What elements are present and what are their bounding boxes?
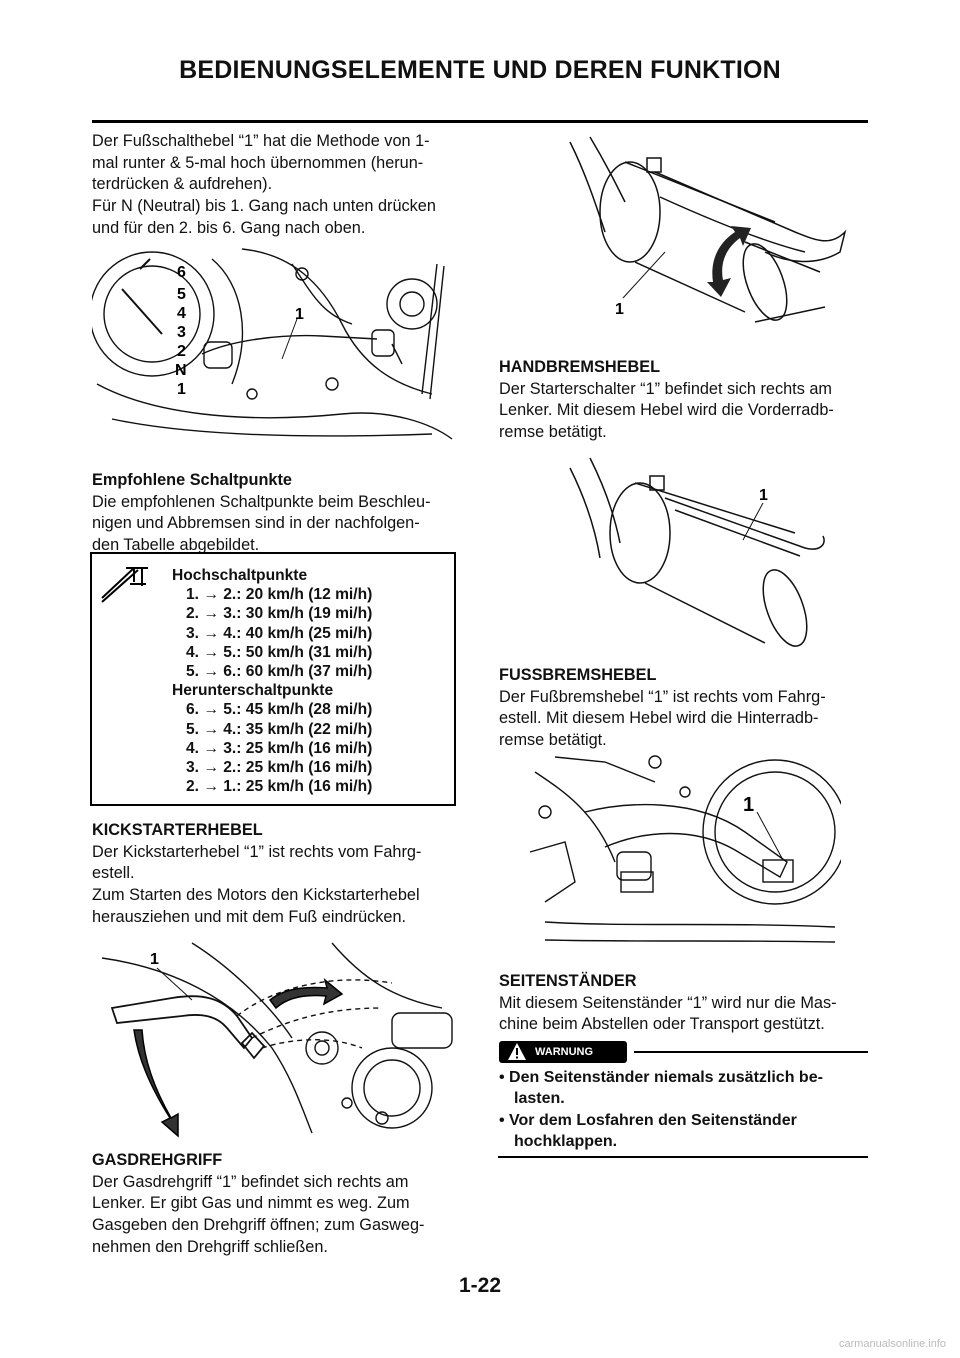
- list-item: • Den Seitenständer niemals zusätzlich b…: [499, 1069, 823, 1086]
- text-line: Der Kickstarterhebel “1” ist rechts vom …: [92, 842, 422, 861]
- shift-points-list: Hochschaltpunkte 1. → 2.: 20 km/h (12 mi…: [172, 566, 372, 796]
- table-row: 2. → 3.: 30 km/h (19 mi/h): [186, 605, 373, 623]
- text-line: remse betätigt.: [499, 423, 607, 442]
- watermark: carmanualsonline.info: [838, 1338, 946, 1350]
- table-row: 3. → 4.: 40 km/h (25 mi/h): [186, 624, 373, 642]
- arrow-shape: [268, 977, 344, 1010]
- section-heading: KICKSTARTERHEBEL: [92, 821, 263, 839]
- table-row: 1. → 2.: 20 km/h (12 mi/h): [186, 586, 373, 604]
- shift-pedal-illustration: 6 5 4 3 2 N 1 1: [92, 244, 456, 444]
- caliper-icon: [101, 567, 148, 603]
- shift-points-box: [90, 552, 456, 806]
- text-line: Die empfohlenen Schaltpunkte beim Beschl…: [92, 492, 431, 511]
- text-line: terdrücken & aufdrehen).: [92, 175, 273, 194]
- throttle-grip-illustration: 1: [565, 132, 855, 342]
- kickstarter-section: KICKSTARTERHEBEL Der Kickstarterhebel “1…: [92, 820, 421, 929]
- text-line: Zum Starten des Motors den Kickstarterhe…: [92, 886, 420, 905]
- text-line: nigen und Abbremsen sind in der nachfolg…: [92, 514, 420, 533]
- section-heading: HANDBREMSHEBEL: [499, 358, 661, 376]
- arrow-shape: [133, 1029, 179, 1138]
- text-line: Lenker. Er gibt Gas und nimmt es weg. Zu…: [92, 1194, 410, 1213]
- list-item: hochklappen.: [514, 1133, 618, 1151]
- list-item: • Vor dem Losfahren den Seitenständer: [499, 1111, 797, 1129]
- intro-paragraph: Der Fußschalthebel “1” hat die Methode v…: [92, 131, 436, 240]
- foot-brake-illustration: 1: [525, 752, 841, 947]
- text-line: mal runter & 5-mal hoch übernommen (heru…: [92, 153, 424, 172]
- hand-brake-illustration: 1: [565, 448, 855, 653]
- warning-badge: WARNUNG: [499, 1041, 627, 1063]
- table-row: 4. → 3.: 25 km/h (16 mi/h): [186, 739, 373, 757]
- rotation-arrow: [707, 226, 751, 297]
- callout-number: 1: [759, 487, 768, 504]
- header-rule: [92, 120, 868, 123]
- table-row: 2. → 1.: 25 km/h (16 mi/h): [186, 778, 373, 796]
- gear-label: 6: [177, 264, 186, 281]
- text-line: remse betätigt.: [499, 731, 607, 750]
- section-heading: GASDREHGRIFF: [92, 1151, 223, 1169]
- list-item: lasten.: [514, 1090, 565, 1108]
- warning-triangle-icon: [508, 1043, 526, 1060]
- table-row: 5. → 4.: 35 km/h (22 mi/h): [186, 720, 373, 738]
- text-line: herausziehen und mit dem Fuß eindrücken.: [92, 907, 407, 926]
- kickstarter-illustration: 1: [92, 938, 456, 1138]
- text-line: Für N (Neutral) bis 1. Gang nach unten d…: [92, 197, 436, 216]
- text-line: chine beim Abstellen oder Transport gest…: [499, 1015, 825, 1034]
- table-heading: Herunterschaltpunkte: [172, 682, 334, 700]
- text-line: und für den 2. bis 6. Gang nach oben.: [92, 218, 366, 237]
- gear-label: 3: [177, 324, 186, 341]
- text-line: Der Gasdrehgriff “1” befindet sich recht…: [92, 1172, 409, 1191]
- text-line: Gasgeben den Drehgriff öffnen; zum Gaswe…: [92, 1216, 425, 1235]
- page-title: BEDIENUNGSELEMENTE UND DEREN FUNKTION: [179, 56, 781, 84]
- gear-label: N: [175, 362, 187, 379]
- text-line: Der Fußbremshebel “1” ist rechts vom Fah…: [499, 687, 826, 706]
- text-line: Der Fußschalthebel “1” hat die Methode v…: [92, 132, 430, 150]
- fussbremshebel-section: FUSSBREMSHEBEL Der Fußbremshebel “1” ist…: [499, 665, 826, 752]
- table-row: 6. → 5.: 45 km/h (28 mi/h): [186, 701, 373, 719]
- gear-label: 1: [177, 381, 186, 398]
- table-row: 4. → 5.: 50 km/h (31 mi/h): [186, 643, 373, 661]
- section-heading: SEITENSTÄNDER: [499, 972, 637, 990]
- callout-number: 1: [615, 301, 624, 318]
- gear-label: 4: [177, 305, 186, 322]
- gear-label: 2: [177, 343, 186, 360]
- text-line: estell.: [92, 864, 135, 883]
- page-number: 1-22: [458, 1274, 502, 1297]
- text-line: Mit diesem Seitenständer “1” wird nur di…: [499, 993, 837, 1012]
- section-heading: Empfohlene Schaltpunkte: [92, 471, 292, 489]
- warning-label: WARNUNG: [535, 1046, 594, 1058]
- callout-number: 1: [295, 306, 304, 323]
- schaltpunkte-section: Empfohlene Schaltpunkte Die empfohlenen …: [92, 470, 431, 557]
- gasdrehgriff-section: GASDREHGRIFF Der Gasdrehgriff “1” befind…: [92, 1150, 424, 1259]
- section-heading: FUSSBREMSHEBEL: [499, 666, 657, 684]
- table-row: 5. → 6.: 60 km/h (37 mi/h): [186, 663, 373, 681]
- table-heading: Hochschaltpunkte: [172, 567, 308, 584]
- warning-rule: [634, 1051, 868, 1053]
- callout-number: 1: [150, 951, 159, 968]
- handbremshebel-section: HANDBREMSHEBEL Der Starterschalter “1” b…: [499, 357, 834, 444]
- warning-list: • Den Seitenständer niemals zusätzlich b…: [499, 1067, 823, 1153]
- callout-number: 1: [743, 794, 754, 816]
- table-row: 3. → 2.: 25 km/h (16 mi/h): [186, 759, 373, 777]
- text-line: Der Starterschalter “1” befindet sich re…: [499, 379, 832, 398]
- gear-label: 5: [177, 286, 186, 303]
- warning-rule: [498, 1156, 868, 1158]
- text-line: nehmen den Drehgriff schließen.: [92, 1237, 328, 1256]
- text-line: estell. Mit diesem Hebel wird die Hinter…: [499, 709, 819, 728]
- seitenstaender-section: SEITENSTÄNDER Mit diesem Seitenständer “…: [499, 971, 837, 1036]
- text-line: den Tabelle abgebildet.: [92, 536, 260, 555]
- text-line: Lenker. Mit diesem Hebel wird die Vorder…: [499, 401, 834, 420]
